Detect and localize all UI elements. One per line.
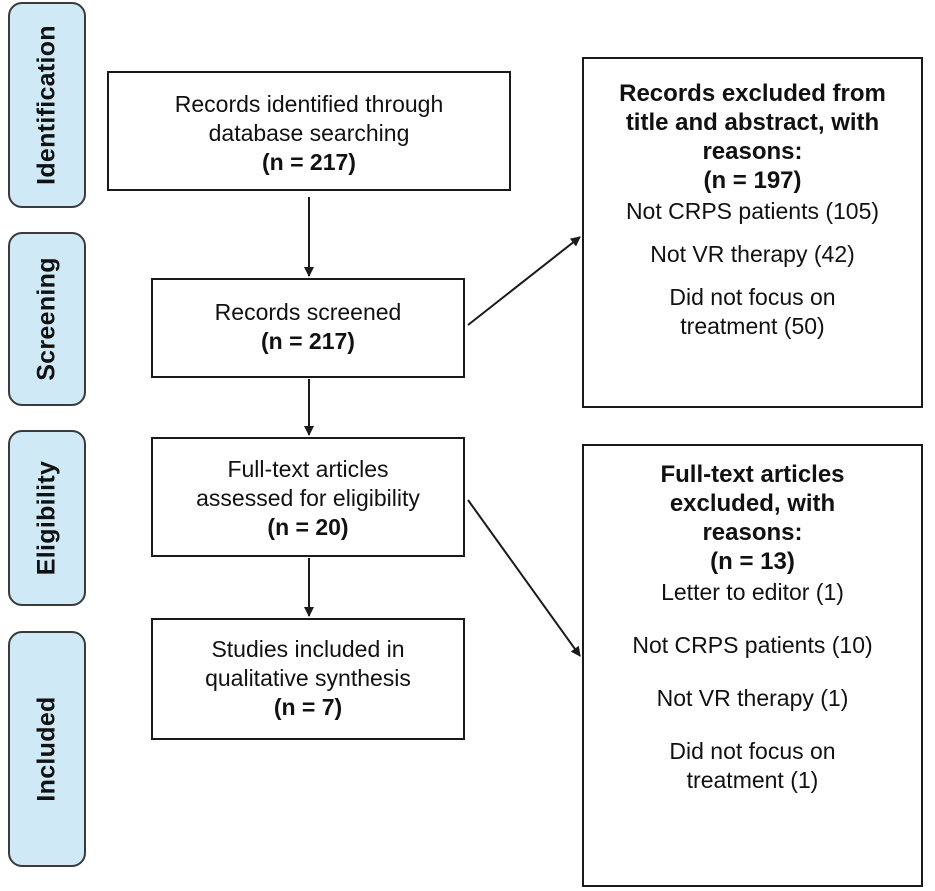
- phase-label-included-text: Included: [32, 696, 61, 802]
- fulltext-excluded-reason-letter: Letter to editor (1): [661, 579, 844, 605]
- fulltext-excluded-reason-not-vr: Not VR therapy (1): [656, 685, 849, 711]
- fulltext-excluded-count: (n = 13): [710, 548, 795, 575]
- phase-label-eligibility: Eligibility: [8, 430, 86, 606]
- fulltext-excluded-reason-not-crps: Not CRPS patients (10): [632, 632, 873, 658]
- fulltext-assessed-count: (n = 20): [267, 514, 349, 540]
- arrow-eligibility-to-excluded: [467, 499, 581, 657]
- records-identified-line1: Records identified through: [174, 91, 444, 117]
- phase-label-identification: Identification: [8, 2, 86, 208]
- records-excluded-heading2: title and abstract, with: [625, 109, 880, 136]
- records-excluded-reason-no-treatment-a: Did not focus on: [669, 284, 836, 310]
- studies-included-line2: qualitative synthesis: [205, 665, 411, 691]
- records-identified-box: Records identified through database sear…: [107, 71, 511, 191]
- records-screened-line1: Records screened: [214, 299, 402, 325]
- records-screened-count: (n = 217): [261, 328, 355, 354]
- fulltext-excluded-heading1: Full-text articles: [660, 461, 845, 488]
- phase-label-screening: Screening: [8, 232, 86, 406]
- records-excluded-count: (n = 197): [703, 167, 802, 194]
- records-identified-line2: database searching: [208, 120, 410, 146]
- fulltext-excluded-heading3: reasons:: [702, 519, 803, 546]
- records-excluded-reason-not-vr: Not VR therapy (42): [650, 241, 855, 267]
- arrow-screened-to-excluded: [467, 236, 581, 326]
- records-excluded-box: Records excluded from title and abstract…: [582, 57, 923, 408]
- fulltext-assessed-line2: assessed for eligibility: [196, 485, 420, 511]
- fulltext-excluded-heading2: excluded, with: [669, 490, 836, 517]
- fulltext-assessed-box: Full-text articles assessed for eligibil…: [151, 437, 465, 557]
- phase-label-screening-text: Screening: [32, 257, 61, 381]
- phase-label-eligibility-text: Eligibility: [32, 460, 61, 576]
- fulltext-assessed-line1: Full-text articles: [227, 456, 389, 482]
- phase-label-identification-text: Identification: [32, 25, 61, 185]
- records-excluded-heading1: Records excluded from: [619, 80, 886, 107]
- fulltext-excluded-box: Full-text articles excluded, with reason…: [582, 444, 923, 887]
- studies-included-line1: Studies included in: [211, 636, 405, 662]
- records-identified-count: (n = 217): [262, 149, 356, 175]
- fulltext-excluded-reason-no-treatment-b: treatment (1): [686, 767, 819, 793]
- studies-included-count: (n = 7): [273, 694, 343, 720]
- phase-label-included: Included: [8, 631, 86, 867]
- fulltext-excluded-reason-no-treatment-a: Did not focus on: [669, 738, 836, 764]
- studies-included-box: Studies included in qualitative synthesi…: [151, 618, 465, 740]
- records-screened-box: Records screened (n = 217): [151, 278, 465, 378]
- records-excluded-heading3: reasons:: [702, 138, 803, 165]
- records-excluded-reason-not-crps: Not CRPS patients (105): [625, 198, 880, 224]
- records-excluded-reason-no-treatment-b: treatment (50): [680, 313, 825, 339]
